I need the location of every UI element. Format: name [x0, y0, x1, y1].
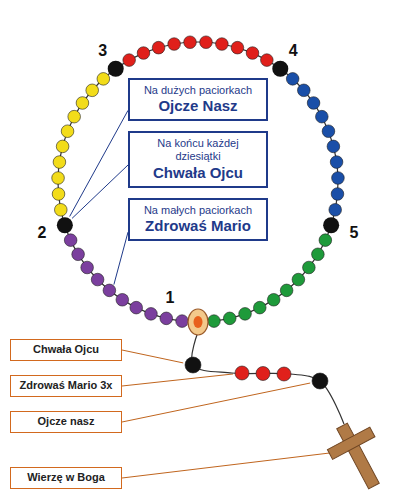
small-bead	[97, 73, 110, 86]
small-bead	[208, 315, 221, 328]
leader-line	[70, 110, 128, 216]
rosary-string	[58, 42, 338, 322]
small-bead	[130, 301, 143, 314]
small-bead	[330, 156, 343, 169]
small-bead	[256, 367, 270, 381]
callout-number: 3	[93, 41, 113, 61]
large-bead	[108, 61, 124, 77]
small-bead	[52, 188, 65, 201]
large-bead	[185, 357, 201, 373]
small-bead	[292, 273, 305, 286]
prayer-label: Chwała Ojcu	[10, 339, 122, 360]
small-bead	[286, 73, 299, 86]
leader-line	[122, 374, 233, 386]
instruction-text: Na małych paciorkach	[136, 204, 260, 217]
small-bead	[56, 140, 69, 153]
instruction-text: Na dużych paciorkach	[136, 84, 260, 97]
small-bead	[184, 36, 197, 49]
leader-line	[122, 452, 334, 478]
prayer-name: Wierzę w Boga	[16, 471, 116, 484]
small-bead	[223, 312, 236, 325]
small-bead	[316, 110, 329, 123]
small-bead	[261, 54, 274, 67]
instruction-box: Na końcu każdej dziesiątkiChwała Ojcu	[128, 131, 268, 187]
instruction-text: Na końcu każdej dziesiątki	[136, 137, 260, 163]
small-bead	[145, 308, 158, 321]
small-bead	[53, 156, 66, 169]
prayer-name: Zdrowaś Mario 3x	[16, 379, 116, 392]
small-bead	[231, 41, 244, 54]
prayer-name: Chwała Ojcu	[136, 164, 260, 182]
small-bead	[103, 284, 116, 297]
small-bead	[246, 47, 259, 60]
prayer-name: Ojcze Nasz	[136, 97, 260, 115]
medallion-rim	[188, 309, 208, 335]
callout-number: 2	[32, 223, 52, 243]
small-bead	[332, 172, 345, 185]
leader-line	[122, 350, 183, 363]
small-bead	[267, 293, 280, 306]
large-bead	[323, 217, 339, 233]
medallion-center	[194, 316, 203, 328]
small-bead	[329, 204, 342, 217]
small-bead	[68, 110, 81, 123]
prayer-label: Zdrowaś Mario 3x	[10, 375, 122, 396]
small-bead	[312, 248, 325, 261]
small-bead	[307, 97, 320, 110]
small-bead	[72, 248, 85, 261]
cross-beam	[327, 427, 375, 459]
small-bead	[327, 140, 340, 153]
pendant-chain	[192, 332, 344, 424]
small-bead	[235, 366, 249, 380]
small-bead	[52, 172, 65, 185]
small-bead	[160, 312, 173, 325]
small-bead	[253, 301, 266, 314]
medallion	[188, 309, 208, 335]
prayer-label: Wierzę w Boga	[10, 467, 122, 488]
large-bead	[57, 217, 73, 233]
leader-line	[72, 165, 128, 218]
large-bead	[312, 373, 328, 389]
small-bead	[176, 315, 189, 328]
small-bead	[322, 125, 335, 138]
callout-number: 4	[283, 41, 303, 61]
small-bead	[331, 188, 344, 201]
prayer-name: Ojcze nasz	[16, 415, 116, 428]
small-bead	[86, 84, 99, 97]
callout-number: 1	[160, 288, 180, 308]
small-bead	[200, 36, 213, 49]
instruction-box: Na dużych paciorkachOjcze Nasz	[128, 78, 268, 121]
instruction-box: Na małych paciorkachZdrowaś Mario	[128, 198, 268, 241]
small-bead	[168, 38, 181, 51]
small-bead	[91, 273, 104, 286]
small-bead	[152, 41, 165, 54]
small-bead	[303, 261, 316, 274]
prayer-label: Ojcze nasz	[10, 411, 122, 432]
prayer-name: Zdrowaś Mario	[136, 217, 260, 235]
small-bead	[216, 38, 229, 51]
small-bead	[61, 125, 74, 138]
callout-number: 5	[344, 223, 364, 243]
small-bead	[54, 204, 67, 217]
small-bead	[81, 261, 94, 274]
small-bead	[76, 97, 89, 110]
leader-line	[122, 383, 310, 422]
small-bead	[116, 293, 129, 306]
cross	[321, 415, 395, 498]
small-bead	[277, 367, 291, 381]
small-bead	[123, 54, 136, 67]
small-bead	[137, 47, 150, 60]
small-bead	[239, 308, 252, 321]
small-bead	[298, 84, 311, 97]
leader-line	[114, 232, 128, 284]
prayer-name: Chwała Ojcu	[16, 343, 116, 356]
small-bead	[319, 234, 332, 247]
small-bead	[280, 284, 293, 297]
large-bead	[272, 61, 288, 77]
small-bead	[64, 234, 77, 247]
